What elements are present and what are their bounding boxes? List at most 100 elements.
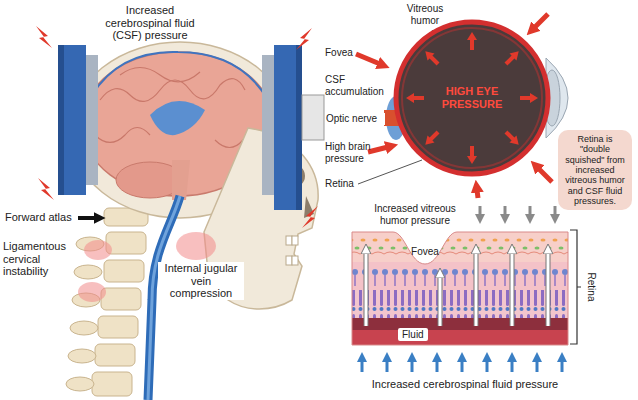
eye-globe-fill xyxy=(396,22,548,174)
instability-glow-part xyxy=(84,240,112,260)
cervical-spine-part xyxy=(68,349,96,363)
part-label: Retina xyxy=(325,178,370,190)
node-text: Retina is "double squished" from increas… xyxy=(563,134,627,206)
csf-arrows-part xyxy=(411,360,414,372)
csf-arrows-part xyxy=(386,360,389,372)
part-label: Ligamentous cervical instability xyxy=(3,240,69,278)
eye-pressure-arrows-part xyxy=(368,147,388,152)
eye-pressure-arrows xyxy=(356,14,552,198)
part-label: Increased vitreous humor pressure xyxy=(360,203,470,226)
inner-pressure-arrow xyxy=(467,32,477,50)
part-label: Internal jugular vein compression xyxy=(158,262,244,300)
inner-pressure-arrow xyxy=(505,131,519,145)
brainstem xyxy=(172,160,190,200)
node-text: Fluid xyxy=(402,329,424,340)
csf-arrows-part xyxy=(561,360,564,372)
part-label: Retina xyxy=(585,273,597,302)
retina-force-arrows-part-part xyxy=(475,252,478,326)
head-clamp-part xyxy=(296,45,302,210)
retina-layers-part xyxy=(352,318,568,330)
head-clamp xyxy=(58,45,324,210)
retina-force-arrows-part-part xyxy=(510,252,515,326)
eye-globe: HIGH EYE PRESSURE xyxy=(390,16,554,180)
retina-force-arrows-part-part xyxy=(438,276,443,326)
csf-arrows-part xyxy=(461,360,464,372)
cervical-spine-part xyxy=(104,260,144,282)
teeth-part xyxy=(292,256,298,265)
ventricle xyxy=(150,101,205,135)
csf-arrows xyxy=(362,360,562,372)
retina-force-arrows-part-part xyxy=(439,276,442,326)
teeth-part xyxy=(292,236,298,245)
pressure-bolts-part xyxy=(36,26,52,48)
brain-gyri-part xyxy=(95,128,150,143)
instability-glow xyxy=(78,240,112,302)
pressure-bolts-part xyxy=(296,28,312,50)
pressure-bolts xyxy=(36,26,318,228)
retina-force-arrows-part-part xyxy=(364,252,369,326)
jugular-glow xyxy=(176,232,216,260)
part-label: Forward atlas xyxy=(5,211,77,224)
teeth-part xyxy=(286,236,292,245)
retina-layers-part xyxy=(352,262,568,290)
csf-arrows-part xyxy=(361,360,364,372)
surface-vessels xyxy=(92,52,268,100)
eye-pressure-arrows-part xyxy=(538,168,552,182)
csf-arrows-part xyxy=(536,360,539,372)
retina-force-arrows-part-part xyxy=(547,252,550,326)
eye-pressure-arrows-part xyxy=(356,54,380,64)
leader-lines-part xyxy=(358,160,422,184)
retina-ring xyxy=(402,28,542,168)
cervical-spine-part xyxy=(74,265,102,279)
cervical-spine-part xyxy=(95,344,135,366)
retina-force-arrows-part-part xyxy=(474,252,479,326)
head-clamp-part xyxy=(274,45,302,210)
instability-glow-part xyxy=(78,282,106,302)
vitreous-arrows xyxy=(480,206,555,216)
inner-pressure-arrow xyxy=(467,146,477,164)
inner-pressure-arrow xyxy=(505,51,519,65)
fluid-box: Fluid xyxy=(398,328,428,341)
part-label: Optic nerve xyxy=(325,113,385,125)
vitreous-arrows-part xyxy=(554,206,557,216)
inner-pressure-arrow xyxy=(425,51,439,65)
retina-force-arrows xyxy=(366,252,548,326)
note-box: Retina is "double squished" from increas… xyxy=(558,130,632,210)
csf-arrows-part xyxy=(511,360,514,372)
cervical-spine-part xyxy=(98,316,138,338)
csf-arrows-part xyxy=(486,360,489,372)
cervical-spine-part xyxy=(92,372,132,396)
vitreous-arrows-part xyxy=(479,206,482,216)
node-text: HIGH EYE PRESSURE xyxy=(434,85,510,111)
inner-pressure-arrow xyxy=(406,93,424,103)
retina-layers-part xyxy=(352,290,568,318)
retina-layers-part xyxy=(352,228,568,262)
part-label: Increased cerebrospinal fluid pressure xyxy=(360,378,570,391)
vitreous-arrows-part xyxy=(504,206,507,216)
retina-layers xyxy=(352,228,568,345)
brain-gyri-part xyxy=(120,68,200,82)
retina-force-arrows-part xyxy=(366,252,548,326)
eye-pressure-arrows-part xyxy=(534,14,548,28)
inner-pressure-arrow xyxy=(520,93,538,103)
head-clamp-part xyxy=(262,55,274,195)
part-label: Fovea xyxy=(325,47,375,59)
retina-outline xyxy=(352,232,568,345)
retina-force-arrows-part-part xyxy=(365,252,368,326)
teeth xyxy=(286,236,298,265)
csf-arrows-part xyxy=(436,360,439,372)
retina-force-arrows-part xyxy=(366,252,548,326)
brain-gyri-part xyxy=(100,79,245,102)
part-label: Increased cerebrospinal fluid (CSF) pres… xyxy=(95,4,205,42)
retina-layers-part xyxy=(352,330,568,345)
cervical-spine-part xyxy=(70,321,98,335)
eye-pressure-arrows-part xyxy=(477,190,478,198)
cervical-spine xyxy=(66,208,148,396)
part-label: Vitreous humor xyxy=(392,3,458,26)
inner-pressure-arrow xyxy=(425,131,439,145)
vitreous-arrows-part xyxy=(529,206,532,216)
retina-force-arrows-part-part xyxy=(546,252,551,326)
